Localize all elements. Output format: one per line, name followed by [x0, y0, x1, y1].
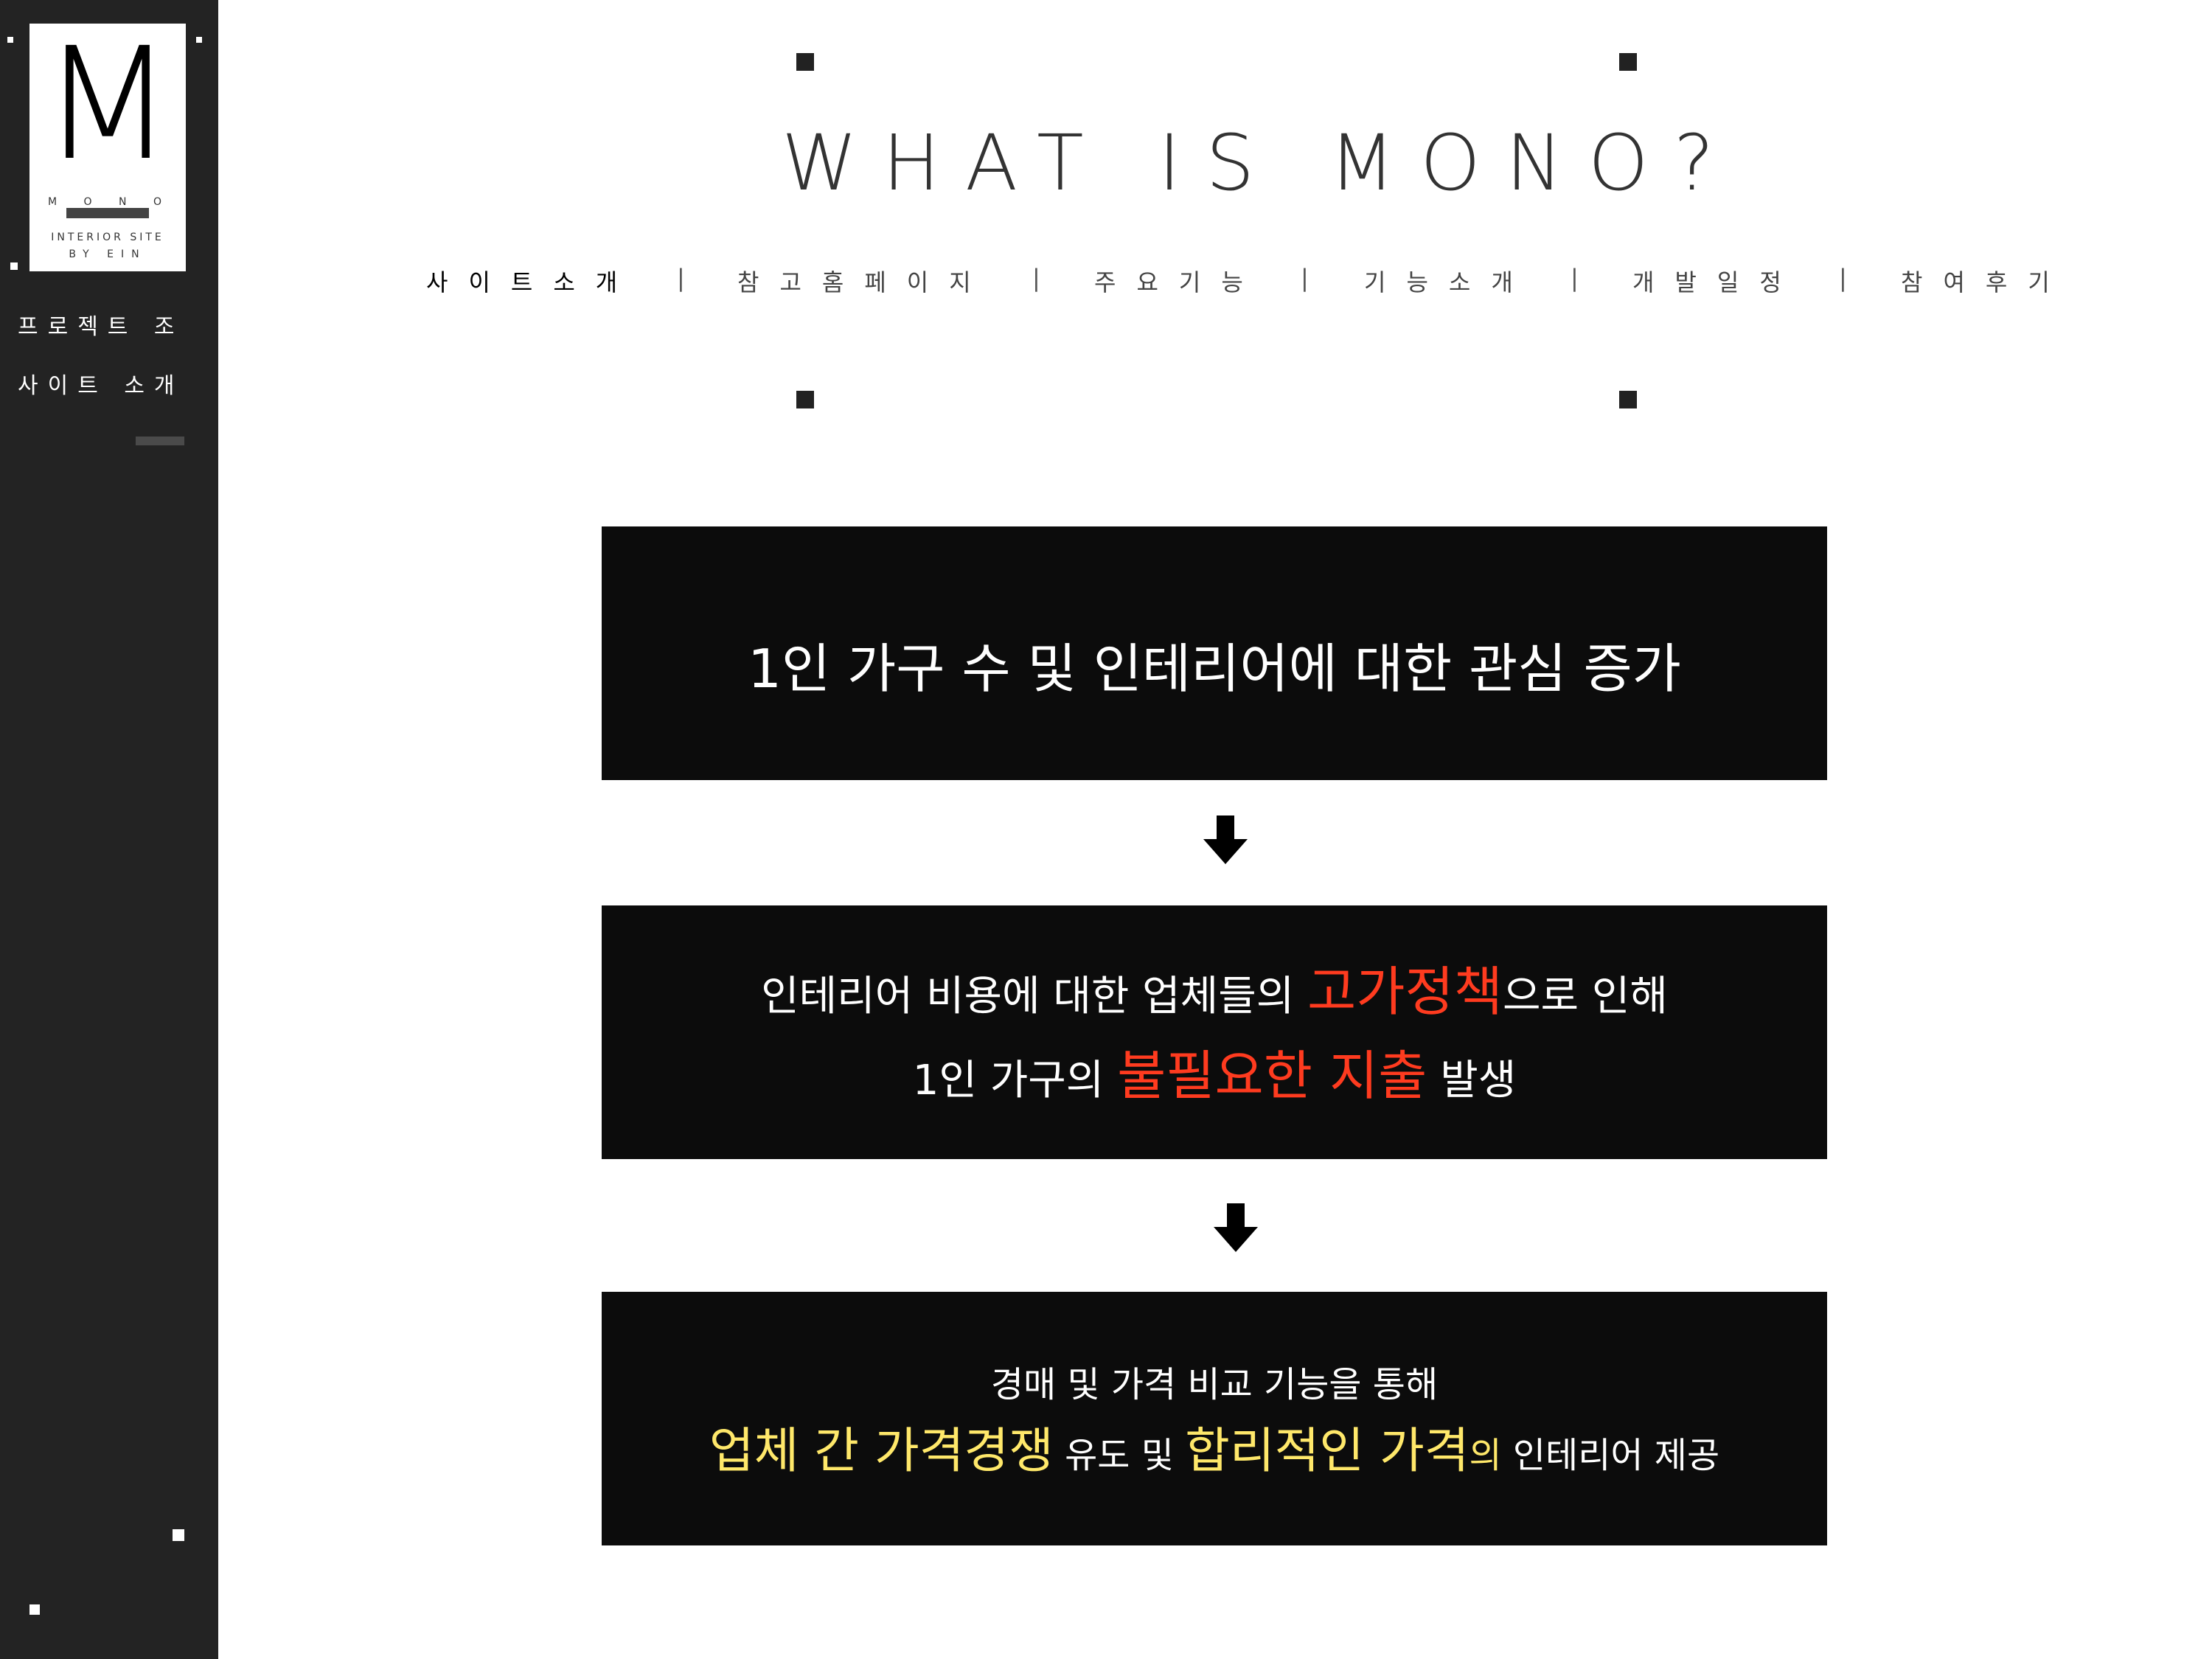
nav-item-site-intro[interactable]: 사이트소개: [426, 268, 639, 296]
sidebar: M M O N O INTERIOR SITE BY EIN 프로젝트 조 사이…: [0, 0, 218, 1659]
arrow-down-icon: [1203, 815, 1248, 864]
nav-item-reviews[interactable]: 참여후기: [1901, 268, 2070, 296]
text-segment: 인테리어 비용에 대한 업체들의: [761, 973, 1308, 1020]
nav-separator: |: [1839, 264, 1847, 292]
title-corner-bottom-left: [796, 391, 814, 408]
box-line-1: 인테리어 비용에 대한 업체들의 고가정책으로 인해: [602, 948, 1827, 1026]
info-box-interest: 1인 가구 수 및 인테리어에 대한 관심 증가: [602, 526, 1827, 780]
logo-byline: BY EIN: [69, 248, 147, 260]
info-box-solution: 경매 및 가격 비교 기능을 통해 업체 간 가격경쟁 유도 및 합리적인 가격…: [602, 1292, 1827, 1545]
logo[interactable]: M M O N O INTERIOR SITE BY EIN: [29, 24, 186, 271]
main-nav: 사이트소개 | 참고홈페이지 | 주요기능 | 기능소개 | 개발일정 | 참여…: [413, 264, 2079, 301]
logo-letter: M: [41, 14, 175, 195]
logo-word: M O N O: [48, 196, 173, 208]
title-corner-top-left: [796, 53, 814, 71]
decor-dot: [29, 1604, 40, 1615]
arrow-down-icon: [1214, 1203, 1258, 1252]
nav-separator: |: [1571, 264, 1579, 292]
highlight-text: 불필요한 지출: [1117, 1045, 1427, 1107]
decor-dot: [196, 37, 202, 43]
sidebar-item-project-team[interactable]: 프로젝트 조: [18, 314, 184, 340]
nav-item-feature-intro[interactable]: 기능소개: [1364, 268, 1534, 296]
decor-dot: [7, 37, 13, 43]
logo-subtitle: INTERIOR SITE: [51, 232, 164, 243]
info-box-problem: 인테리어 비용에 대한 업체들의 고가정책으로 인해 1인 가구의 불필요한 지…: [602, 905, 1827, 1159]
text-segment: 인테리어 제공: [1501, 1435, 1720, 1476]
nav-item-reference-sites[interactable]: 참고홈페이지: [737, 268, 992, 296]
nav-separator: |: [1301, 264, 1309, 292]
text-segment: 발생: [1427, 1057, 1517, 1105]
box-text: 1인 가구 수 및 인테리어에 대한 관심 증가: [748, 638, 1681, 700]
sidebar-active-indicator: [136, 437, 184, 445]
highlight-text: 합리적인 가격: [1185, 1422, 1470, 1479]
highlight-suffix: 의: [1469, 1435, 1502, 1476]
nav-item-main-features[interactable]: 주요기능: [1094, 268, 1264, 296]
logo-bar: [66, 208, 149, 218]
nav-separator: |: [677, 264, 685, 292]
decor-dot: [173, 1529, 184, 1541]
box-line-2: 업체 간 가격경쟁 유도 및 합리적인 가격의 인테리어 제공: [602, 1411, 1827, 1482]
decor-dot: [10, 262, 18, 270]
text-segment: 으로 인해: [1503, 973, 1668, 1020]
title-corner-top-right: [1619, 53, 1637, 71]
sidebar-item-site-intro[interactable]: 사이트 소개: [18, 373, 184, 399]
title-corner-bottom-right: [1619, 391, 1637, 408]
page-title: WHAT IS MONO?: [782, 118, 1739, 208]
highlight-text: 고가정책: [1307, 961, 1503, 1023]
nav-item-dev-schedule[interactable]: 개발일정: [1632, 268, 1802, 296]
nav-separator: |: [1032, 264, 1040, 292]
highlight-text: 업체 간 가격경쟁: [709, 1422, 1054, 1479]
box-line-1: 경매 및 가격 비교 기능을 통해: [990, 1364, 1439, 1405]
box-line-2: 1인 가구의 불필요한 지출 발생: [602, 1032, 1827, 1110]
text-segment: 1인 가구의: [912, 1057, 1118, 1105]
text-segment: 유도 및: [1053, 1435, 1186, 1476]
